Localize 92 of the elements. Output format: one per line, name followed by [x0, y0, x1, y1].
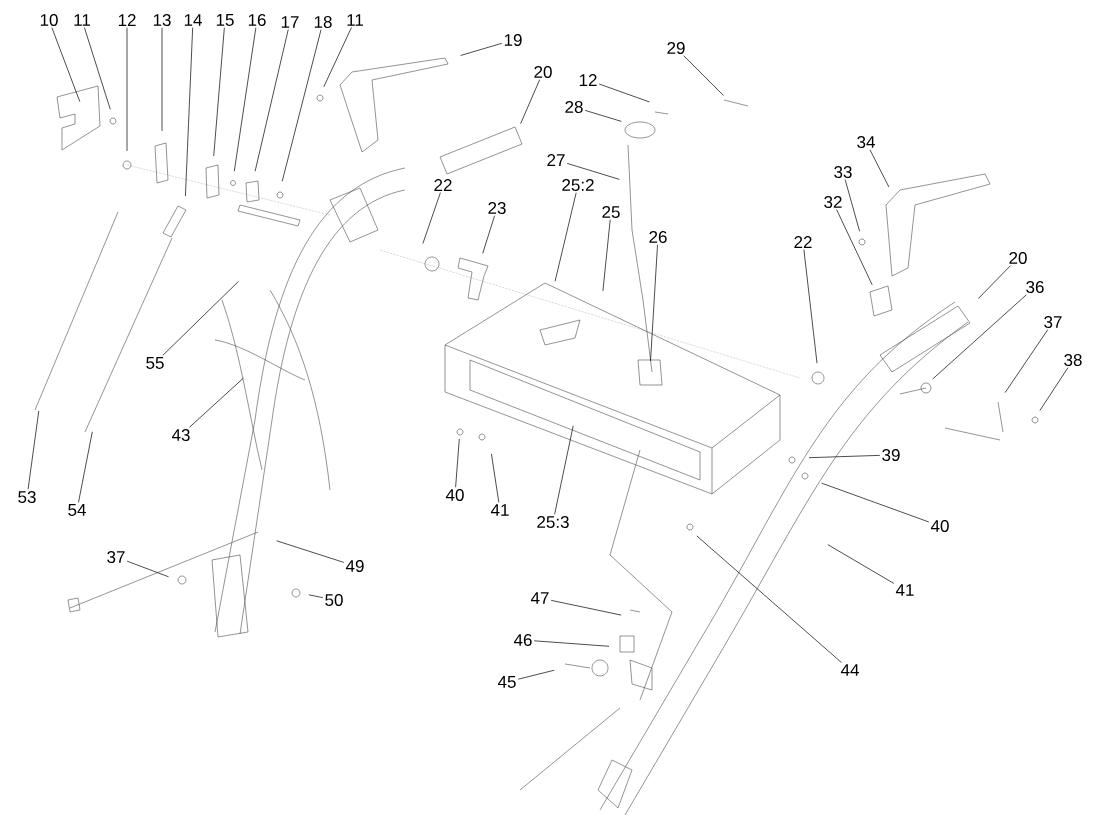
- leader-line: [78, 431, 93, 503]
- callout-number: 17: [281, 16, 299, 28]
- callout-number: 33: [834, 166, 852, 178]
- callout-number: 54: [68, 504, 86, 516]
- leader-line: [281, 29, 322, 182]
- leader-line: [1039, 367, 1069, 411]
- leader-line: [161, 27, 163, 132]
- callout-number: 40: [930, 520, 949, 532]
- callout-number: 44: [840, 664, 859, 676]
- callout-number: 46: [513, 633, 532, 646]
- callout-number: 22: [794, 236, 812, 248]
- callout-number: 43: [171, 429, 190, 441]
- leader-line: [276, 540, 345, 563]
- callout-number: 20: [1009, 252, 1027, 264]
- leader-line: [126, 560, 169, 578]
- callout-number: 25: [602, 206, 620, 218]
- leader-line: [650, 244, 658, 362]
- leader-line: [584, 110, 622, 122]
- leader-line: [808, 455, 881, 459]
- callout-number: 13: [153, 14, 171, 26]
- callout-number: 47: [530, 592, 549, 604]
- leader-line: [460, 42, 503, 56]
- callout-number: 41: [895, 584, 914, 596]
- leader-line: [189, 377, 244, 428]
- callout-number: 28: [565, 101, 583, 113]
- callout-number: 29: [667, 42, 685, 54]
- callout-number: 41: [490, 504, 509, 516]
- callout-number: 38: [1064, 354, 1082, 366]
- callout-number: 18: [314, 16, 332, 28]
- leader-line: [517, 669, 555, 680]
- callout-number: 12: [118, 14, 136, 26]
- callout-number: 34: [857, 136, 875, 148]
- leader-line: [554, 425, 574, 515]
- callout-number: 55: [146, 357, 164, 369]
- leader-line: [602, 219, 611, 292]
- callout-number: 53: [18, 491, 36, 503]
- callout-number: 20: [534, 66, 552, 78]
- leader-line: [213, 27, 225, 157]
- leader-line: [683, 55, 724, 96]
- callout-number: 11: [74, 14, 90, 26]
- leader-line: [422, 192, 441, 244]
- callout-number: 37: [1044, 315, 1062, 328]
- leader-line: [869, 149, 890, 188]
- callout-number: 25:3: [537, 516, 569, 528]
- leader-line: [533, 640, 610, 647]
- leader-line: [126, 27, 128, 152]
- leader-line: [308, 594, 324, 599]
- leader-line: [598, 83, 650, 103]
- callout-number: 10: [40, 14, 58, 26]
- leader-line: [27, 410, 40, 490]
- callout-number: 11: [347, 14, 363, 26]
- leader-line: [51, 27, 81, 102]
- leader-line: [932, 294, 1027, 380]
- callout-number: 39: [882, 449, 900, 461]
- leader-line: [844, 179, 860, 232]
- callout-number: 15: [216, 14, 234, 26]
- leader-line: [554, 192, 577, 282]
- leader-line: [455, 438, 460, 488]
- leader-line: [233, 27, 257, 172]
- leader-line: [803, 249, 818, 364]
- callout-number: 12: [579, 74, 597, 86]
- leader-line: [323, 27, 352, 88]
- leader-line: [482, 215, 495, 254]
- callout-number: 32: [824, 196, 842, 208]
- leader-line: [550, 600, 622, 616]
- callout-number: 14: [184, 14, 202, 26]
- leader-line: [491, 453, 500, 503]
- leader-line: [566, 163, 620, 180]
- callout-number: 22: [434, 179, 452, 191]
- callout-number: 50: [325, 593, 343, 606]
- leader-line: [696, 535, 842, 663]
- leader-line: [254, 29, 289, 172]
- leader-line: [977, 265, 1011, 299]
- leader-line: [84, 27, 111, 110]
- leader-line: [185, 27, 194, 197]
- callout-number: 23: [488, 202, 506, 214]
- leader-line: [836, 209, 873, 286]
- callout-number: 19: [504, 34, 522, 46]
- callout-number: 40: [445, 488, 464, 501]
- callout-number: 16: [248, 14, 266, 26]
- callout-number: 45: [497, 676, 516, 688]
- callout-number: 25:2: [562, 179, 594, 191]
- leader-line: [821, 482, 930, 523]
- leader-line: [1004, 329, 1049, 393]
- callout-number: 37: [107, 550, 125, 563]
- callout-number: 49: [345, 560, 364, 572]
- leader-line: [520, 79, 540, 125]
- leader-line: [162, 280, 239, 356]
- leader-line: [827, 544, 895, 584]
- callout-number: 27: [547, 154, 565, 166]
- callout-number: 26: [649, 231, 667, 243]
- callout-number: 36: [1026, 281, 1044, 293]
